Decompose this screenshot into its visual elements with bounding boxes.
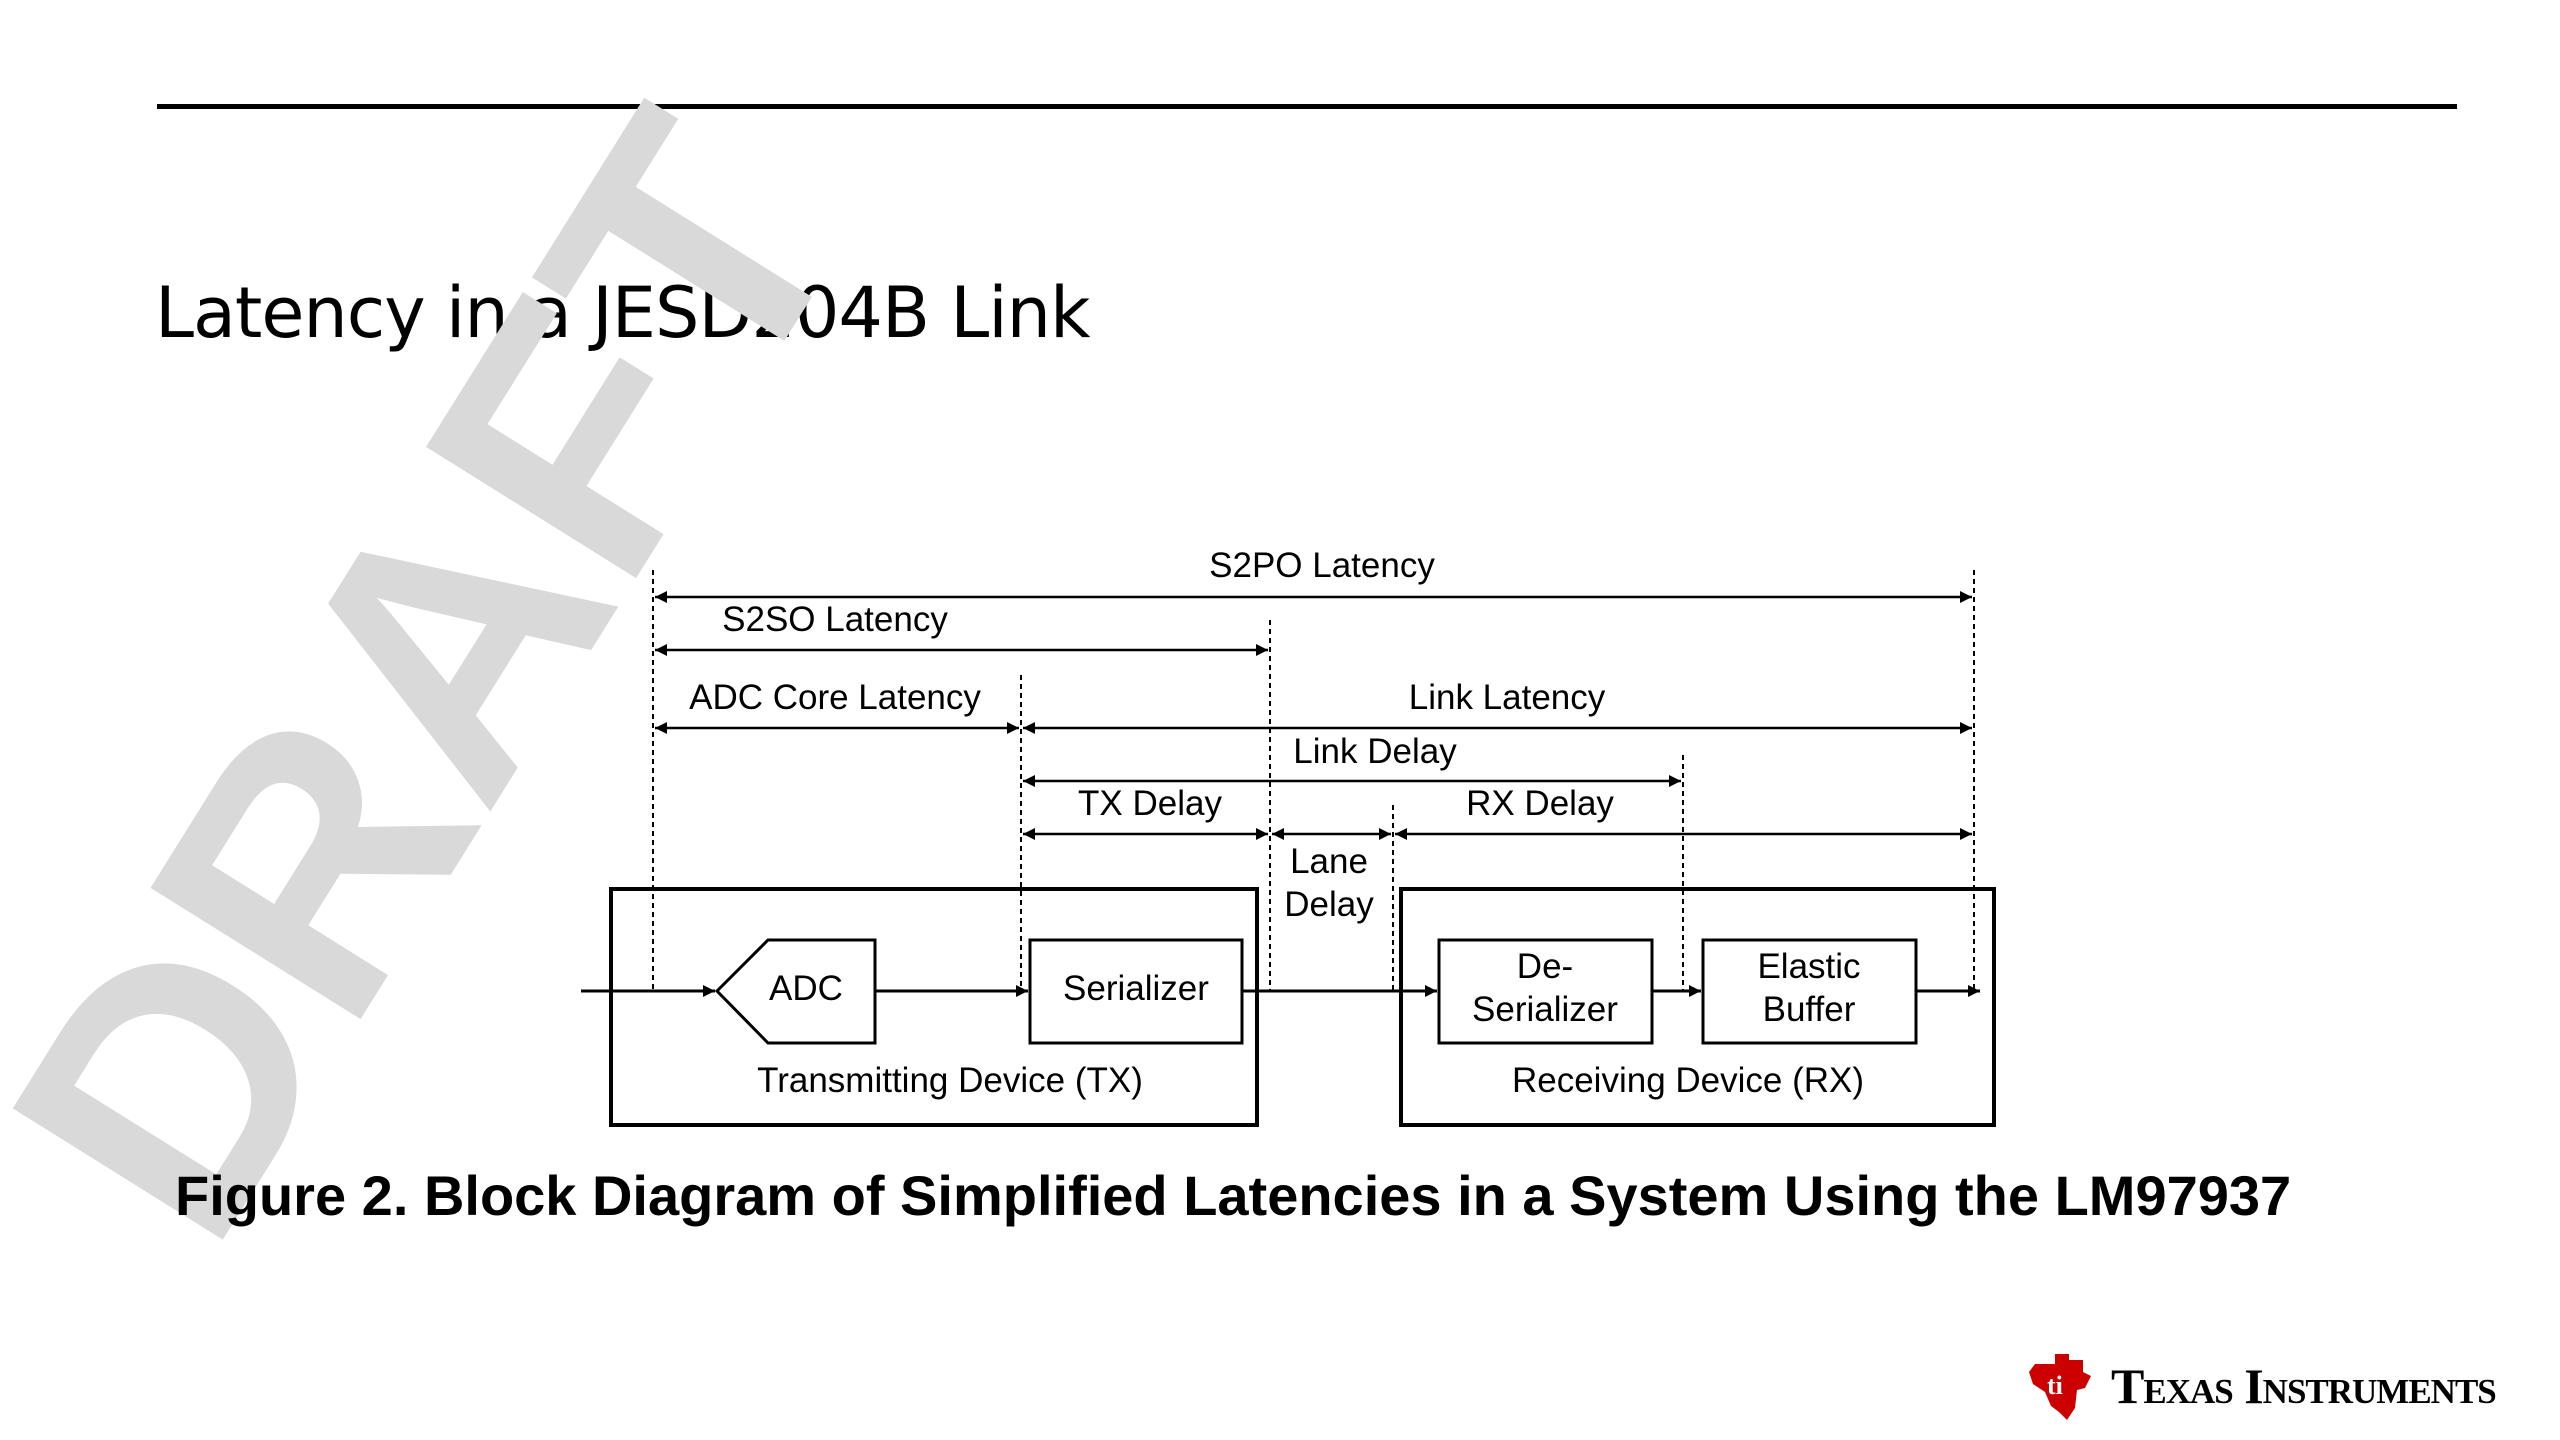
svg-text:ti: ti	[2047, 1371, 2063, 1400]
latency-arrows	[655, 591, 1972, 840]
serializer-block	[1028, 938, 1244, 1045]
rx-device-box	[1399, 887, 1996, 1127]
tx-delay-label: TX Delay	[1078, 784, 1222, 823]
elastic-buffer-block	[1701, 938, 1918, 1045]
lane-delay-label-line2: Delay	[1284, 885, 1374, 924]
reference-lines	[652, 570, 1975, 990]
device-boxes	[609, 887, 1996, 1127]
ti-logo-text: Texas Instruments	[2111, 1358, 2497, 1414]
adc-core-label: ADC Core Latency	[689, 678, 981, 717]
ti-chip-icon: ti	[2029, 1354, 2091, 1420]
link-latency-label: Link Latency	[1409, 678, 1606, 717]
rx-device-label: Receiving Device (RX)	[1512, 1061, 1864, 1100]
tx-device-box	[609, 887, 1259, 1127]
texas-instruments-logo: ti Texas Instruments	[2025, 1350, 2497, 1422]
elastic-buffer-label-line2: Buffer	[1763, 990, 1856, 1029]
rx-delay-label: RX Delay	[1466, 784, 1614, 823]
deserializer-label-line1: De-	[1517, 947, 1573, 986]
slide-title: Latency in a JESD204B Link	[155, 272, 1091, 354]
figure-caption: Figure 2. Block Diagram of Simplified La…	[175, 1164, 2291, 1227]
s2po-label: S2PO Latency	[1209, 546, 1435, 585]
deserializer-block	[1437, 938, 1654, 1045]
lane-delay-label-line1: Lane	[1290, 842, 1368, 881]
top-rule	[157, 104, 2457, 109]
elastic-buffer-label-line1: Elastic	[1757, 947, 1860, 986]
adc-label: ADC	[769, 969, 843, 1008]
s2so-label: S2SO Latency	[722, 600, 948, 639]
deserializer-label-line2: Serializer	[1472, 990, 1618, 1029]
link-delay-label: Link Delay	[1293, 732, 1457, 771]
tx-device-label: Transmitting Device (TX)	[757, 1061, 1143, 1100]
serializer-label: Serializer	[1063, 969, 1209, 1008]
